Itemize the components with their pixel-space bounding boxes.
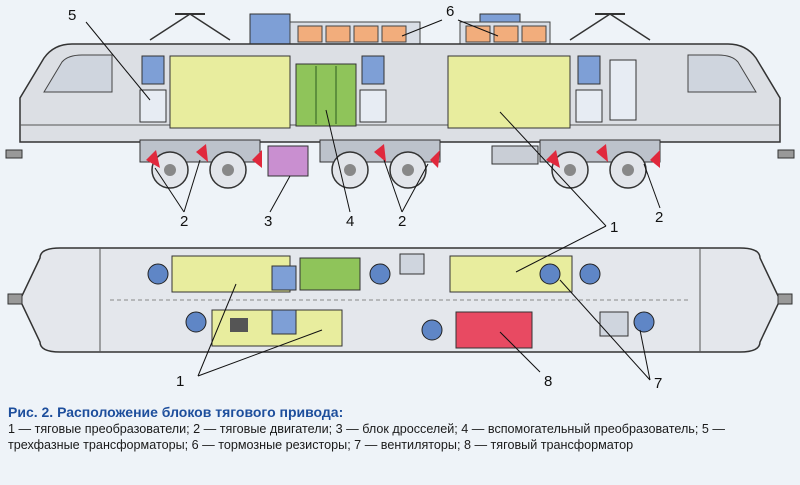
callout-3: 3: [264, 213, 272, 230]
aux-converter-side: [295, 63, 357, 127]
side-view: [5, 13, 795, 189]
traction-converter-side-left: [169, 55, 291, 129]
callout-8: 8: [544, 373, 552, 390]
figure-caption: Рис. 2. Расположение блоков тягового при…: [8, 404, 794, 453]
three-phase-transformer-left: [139, 89, 167, 123]
caption-title: Рис. 2. Расположение блоков тягового при…: [8, 404, 344, 420]
callout-1-plan: 1: [176, 373, 184, 390]
traction-transformer-plan: [455, 311, 533, 349]
callout-2-left: 2: [180, 213, 188, 230]
callout-1-top: 1: [610, 219, 618, 236]
choke-block-side: [267, 145, 309, 177]
callout-7: 7: [654, 375, 662, 392]
body-side: [19, 43, 781, 143]
caption-legend-text: 1 — тяговые преобразователи; 2 — тяговые…: [8, 422, 725, 452]
callout-6: 6: [446, 3, 454, 20]
callout-4: 4: [346, 213, 354, 230]
callout-2-right: 2: [655, 209, 663, 226]
fans-plan: [147, 263, 655, 341]
leader-lines: [85, 19, 661, 381]
plan-view: [7, 247, 793, 353]
bogies-side: [139, 139, 661, 189]
traction-converter-side-right: [447, 55, 571, 129]
locomotive-diagram: 5 6 2 3 4 2 2 1 1 8 7: [5, 3, 795, 392]
callout-5: 5: [68, 7, 76, 24]
callout-2-middle: 2: [398, 213, 406, 230]
